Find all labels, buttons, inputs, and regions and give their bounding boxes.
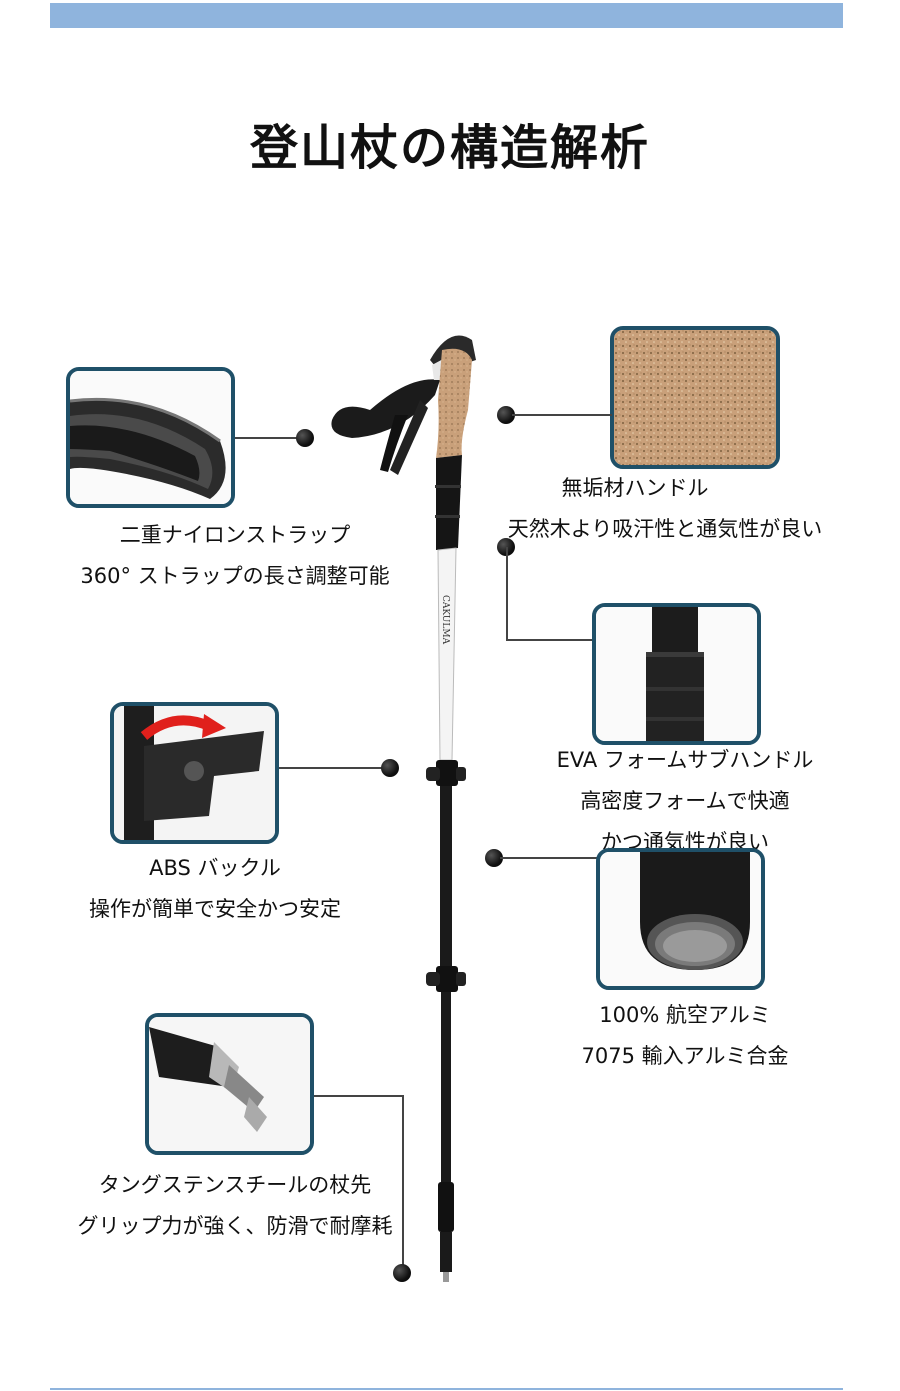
cork-connector xyxy=(512,414,612,416)
cork-handle-photo xyxy=(610,326,780,469)
strap-caption: 二重ナイロンストラップ 360° ストラップの長さ調整可能 xyxy=(40,515,430,597)
eva-connector-horizontal xyxy=(506,639,596,641)
buckle-connector xyxy=(279,767,389,769)
strap-connector xyxy=(235,437,305,439)
aluminum-tube-photo xyxy=(596,848,765,990)
page-title: 登山杖の構造解析 xyxy=(249,120,650,176)
aluminum-caption: 100% 航空アルミ 7075 輸入アルミ合金 xyxy=(530,995,840,1077)
handle-caption: 無垢材ハンドル 天然木より吸汗性と通気性が良い xyxy=(455,468,875,550)
tip-connector-horizontal xyxy=(314,1095,404,1097)
strap-photo xyxy=(66,367,235,508)
buckle-caption: ABS バックル 操作が簡単で安全かつ安定 xyxy=(40,848,390,930)
aluminum-desc: 7075 輸入アルミ合金 xyxy=(581,1044,789,1068)
eva-title: EVA フォームサブハンドル xyxy=(556,748,814,772)
aluminum-marker-dot xyxy=(485,849,503,867)
eva-foam-photo xyxy=(592,603,761,745)
strap-desc: 360° ストラップの長さ調整可能 xyxy=(80,564,390,588)
trekking-pole-image: CAKULMA xyxy=(331,335,476,1282)
tip-connector-vertical xyxy=(402,1095,404,1265)
top-accent-bar xyxy=(50,3,843,28)
pole-brand-text: CAKULMA xyxy=(440,595,450,645)
cork-marker-dot xyxy=(497,406,515,424)
handle-title: 無垢材ハンドル xyxy=(561,476,709,500)
aluminum-connector xyxy=(500,857,610,859)
tip-caption: タングステンスチールの杖先 グリップ力が強く、防滑で耐摩耗 xyxy=(30,1165,440,1247)
tip-marker-dot xyxy=(393,1264,411,1282)
buckle-desc: 操作が簡単で安全かつ安定 xyxy=(89,897,341,921)
tip-title: タングステンスチールの杖先 xyxy=(98,1173,372,1197)
eva-caption: EVA フォームサブハンドル 高密度フォームで快適 かつ通気性が良い xyxy=(520,740,850,863)
buckle-marker-dot xyxy=(381,759,399,777)
tip-photo xyxy=(145,1013,314,1155)
eva-desc: 高密度フォームで快適 xyxy=(580,789,790,813)
buckle-photo xyxy=(110,702,279,844)
eva-connector-vertical xyxy=(506,547,508,640)
handle-desc: 天然木より吸汗性と通気性が良い xyxy=(507,517,823,541)
tip-desc: グリップ力が強く、防滑で耐摩耗 xyxy=(77,1214,393,1238)
strap-title: 二重ナイロンストラップ xyxy=(119,523,351,547)
aluminum-title: 100% 航空アルミ xyxy=(599,1003,771,1027)
strap-marker-dot xyxy=(296,429,314,447)
buckle-title: ABS バックル xyxy=(149,856,281,880)
bottom-divider xyxy=(50,1388,843,1390)
